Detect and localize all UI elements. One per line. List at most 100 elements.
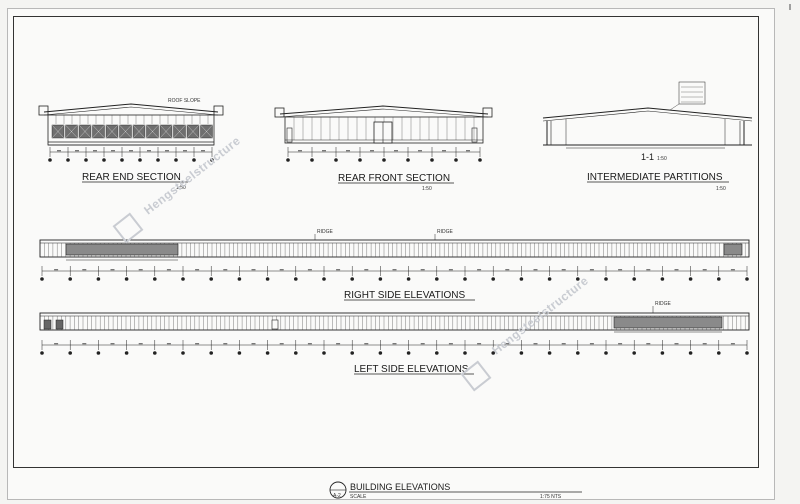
title-block-scale-value: 1:75 NTS <box>540 494 562 500</box>
left-side-grid-bubble <box>717 351 721 355</box>
rear-front-grid-bubble <box>454 158 458 162</box>
svg-text:RIDGE: RIDGE <box>317 229 334 235</box>
left-side-grid-bubble <box>406 351 411 355</box>
right-side-grid-bubble <box>378 277 383 281</box>
right-side-grid-bubble <box>660 277 665 281</box>
left-side-grid-bubble <box>435 351 439 355</box>
right-side-grid-bubble <box>491 277 496 281</box>
right-side-grid-bubble <box>68 277 72 281</box>
watermark-logo-icon <box>112 212 492 392</box>
left-side-grid-bubble <box>294 351 298 355</box>
rear-front-grid-bubble <box>406 158 410 162</box>
left-side-grid-bubble <box>96 351 101 355</box>
rear-front-grid-bubble <box>382 158 386 162</box>
left-side-grid-bubble <box>209 351 213 355</box>
right-side-grid-bubble <box>96 277 101 281</box>
left-side-elevation-view: RIDGE <box>39 301 750 355</box>
left-side-grid-bubble <box>153 351 157 355</box>
left-side-grid-bubble <box>322 351 326 355</box>
right-side-grid-bubble <box>604 277 608 281</box>
left-side-grid-bubble <box>632 351 636 355</box>
rear-front-grid-bubble <box>286 158 290 162</box>
title-block-scale-label: SCALE <box>350 494 367 500</box>
title-block <box>329 481 347 499</box>
rear-end-grid-bubble <box>192 158 196 162</box>
rear-end-panel-brace <box>132 124 146 139</box>
left-side-grid-bubble <box>265 351 270 355</box>
svg-text:RIDGE: RIDGE <box>437 229 454 235</box>
rear-end-section-title: REAR END SECTION <box>82 172 181 183</box>
rear-end-panel-brace <box>78 124 92 139</box>
right-side-grid-bubble <box>124 277 129 281</box>
intermediate-partitions-title: INTERMEDIATE PARTITIONS <box>587 172 723 183</box>
rear-end-panel-brace <box>65 124 78 139</box>
rear-end-panel-brace <box>119 124 132 139</box>
rear-front-section-title: REAR FRONT SECTION <box>338 173 450 184</box>
left-side-grid-bubble <box>378 351 383 355</box>
right-side-grid-bubble <box>576 277 580 281</box>
right-side-grid-bubble <box>294 277 298 281</box>
svg-text:ROOF SLOPE: ROOF SLOPE <box>168 98 201 104</box>
right-side-elevation-view: RIDGE RIDGE <box>39 229 750 281</box>
rear-end-panel-brace <box>51 124 65 139</box>
left-side-grid-bubble <box>688 351 693 355</box>
right-side-grid-bubble <box>40 277 44 281</box>
rear-end-grid-bubble <box>174 158 178 162</box>
svg-text:RIDGE: RIDGE <box>655 301 672 307</box>
left-side-grid-bubble <box>463 351 467 355</box>
rear-end-panel-brace <box>92 124 105 139</box>
right-side-grid-bubble <box>181 277 185 281</box>
right-side-grid-bubble <box>237 277 242 281</box>
rear-end-grid-bubble <box>48 158 52 162</box>
left-side-grid-bubble <box>604 351 608 355</box>
right-side-grid-bubble <box>322 277 326 281</box>
rear-end-grid-bubble <box>156 158 160 162</box>
title-block-title: BUILDING ELEVATIONS <box>350 482 450 492</box>
left-side-grid-bubble <box>576 351 580 355</box>
rear-end-scale: 1:50 <box>176 185 186 191</box>
left-side-elevations-title: LEFT SIDE ELEVATIONS <box>354 364 469 375</box>
rear-front-grid-bubble <box>310 158 314 162</box>
rear-end-panel-brace <box>105 124 119 139</box>
intermediate-scale: 1:50 <box>716 186 726 192</box>
right-side-grid-bubble <box>463 277 467 281</box>
rear-front-grid-bubble <box>430 158 434 162</box>
left-side-grid-bubble <box>40 351 44 355</box>
rear-end-grid-bubble <box>102 158 106 162</box>
right-side-grid-bubble <box>688 277 693 281</box>
rear-end-panel-brace <box>200 124 213 139</box>
rear-end-panel-brace <box>173 124 186 139</box>
rear-front-section-view <box>274 105 493 162</box>
rear-end-panel-brace <box>146 124 159 139</box>
rear-front-grid-bubble <box>334 158 338 162</box>
left-side-grid-bubble <box>547 351 552 355</box>
rear-end-grid-bubble <box>138 158 142 162</box>
rear-end-grid-bubble <box>66 158 70 162</box>
rear-end-panel-brace <box>159 124 173 139</box>
rear-front-scale: 1:50 <box>422 186 432 192</box>
right-side-grid-bubble <box>265 277 270 281</box>
left-side-grid-bubble <box>660 351 665 355</box>
rear-front-grid-bubble <box>358 158 362 162</box>
rear-end-section-view: ROOF SLOPE <box>38 98 224 162</box>
left-side-grid-bubble <box>745 351 749 355</box>
right-side-grid-bubble <box>350 277 355 281</box>
rear-end-grid-bubble <box>84 158 88 162</box>
left-side-grid-bubble <box>68 351 72 355</box>
drawing-border <box>13 16 759 468</box>
right-side-elevations-title: RIGHT SIDE ELEVATIONS <box>344 290 465 301</box>
left-side-grid-bubble <box>519 351 524 355</box>
right-side-grid-bubble <box>153 277 157 281</box>
section-mark: 1-1 <box>641 152 654 162</box>
left-side-grid-bubble <box>237 351 242 355</box>
right-side-grid-bubble <box>717 277 721 281</box>
left-side-grid-bubble <box>350 351 355 355</box>
left-side-grid-bubble <box>124 351 129 355</box>
sheet-reference: A-2 <box>333 493 341 499</box>
right-side-grid-bubble <box>745 277 749 281</box>
rear-end-grid-bubble <box>210 158 214 162</box>
left-side-grid-bubble <box>181 351 185 355</box>
rear-front-grid-bubble <box>478 158 482 162</box>
right-side-grid-bubble <box>435 277 439 281</box>
